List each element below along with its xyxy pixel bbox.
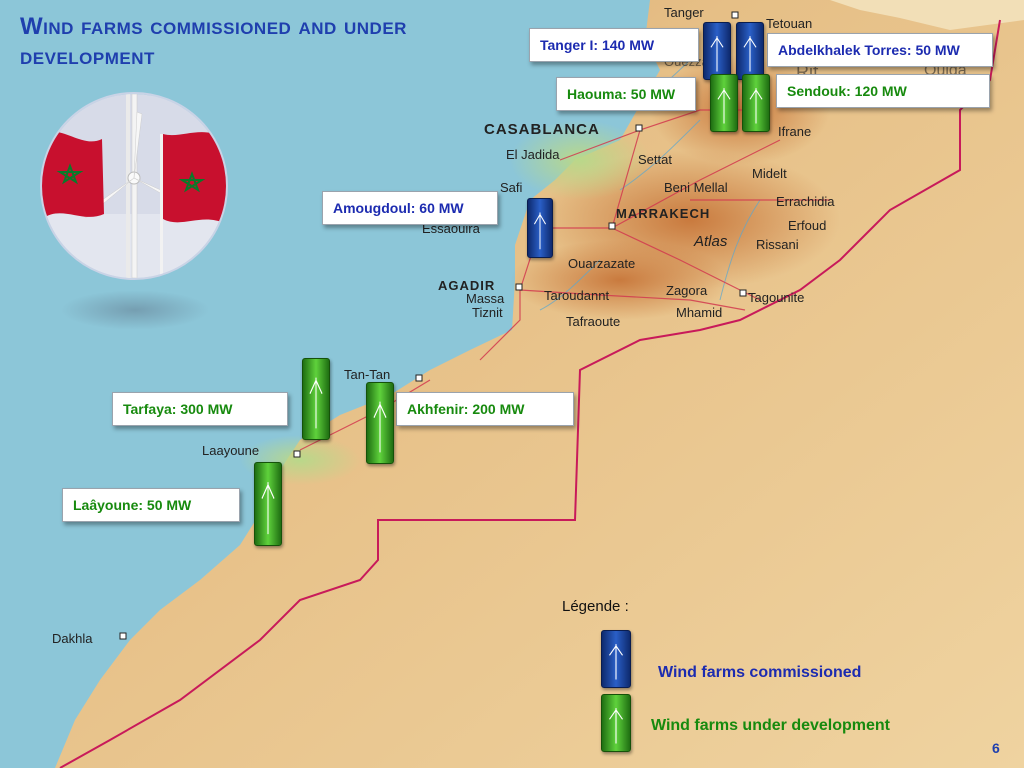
city-label: Laayoune xyxy=(202,443,260,458)
land-area xyxy=(55,0,1024,768)
wind-turbine-green-icon[interactable] xyxy=(742,74,770,132)
wind-turbine-blue-icon[interactable] xyxy=(736,22,764,80)
turbine-glyph xyxy=(609,644,623,680)
wind-turbine-blue-icon[interactable] xyxy=(703,22,731,80)
city-label: El Jadida xyxy=(506,147,560,162)
slide-title: Wind farms commissioned and under develo… xyxy=(20,13,407,70)
city-label: Tan-Tan xyxy=(344,367,391,382)
turbine-glyph xyxy=(373,401,387,453)
turbine-glyph xyxy=(749,88,763,124)
turbine-glyph xyxy=(710,36,724,72)
city-label: Midelt xyxy=(752,166,787,181)
wind-turbine-blue-icon[interactable] xyxy=(527,198,553,258)
city-label: Ouarzazate xyxy=(568,256,636,271)
legend-development-label: Wind farms under development xyxy=(651,717,890,734)
legend-commissioned-icon xyxy=(601,630,631,688)
city-label: Tetouan xyxy=(766,16,813,31)
legend-development-icon xyxy=(601,694,631,752)
callout-abdelkhalek-torres: Abdelkhalek Torres: 50 MW xyxy=(767,33,993,67)
city-label: Tagounite xyxy=(748,290,805,305)
turbine-glyph xyxy=(261,482,275,535)
wind-turbine-green-icon[interactable] xyxy=(366,382,394,464)
page-number: 6 xyxy=(992,740,1000,756)
legend-title: Légende : xyxy=(562,598,629,615)
callout-tarfaya: Tarfaya: 300 MW xyxy=(112,392,288,426)
turbine-glyph xyxy=(743,36,757,72)
city-label: Errachidia xyxy=(776,194,835,209)
photo-shadow xyxy=(60,290,210,330)
region-label: Atlas xyxy=(694,233,728,250)
city-label: Mhamid xyxy=(676,305,723,320)
wind-turbine-flags-photo xyxy=(40,92,228,280)
city-label: Zagora xyxy=(666,283,708,298)
city-label: Ifrane xyxy=(778,124,812,139)
city-label: Rissani xyxy=(756,237,799,252)
callout-akhfenir: Akhfenir: 200 MW xyxy=(396,392,574,426)
wind-turbine-green-icon[interactable] xyxy=(254,462,282,546)
wind-turbine-green-icon[interactable] xyxy=(710,74,738,132)
callout-laayoune: Laâyoune: 50 MW xyxy=(62,488,240,522)
callout-sendouk: Sendouk: 120 MW xyxy=(776,74,990,108)
turbine-glyph xyxy=(534,212,546,250)
national-border xyxy=(59,19,1001,768)
city-label: Tiznit xyxy=(472,305,503,320)
city-label-major: AGADIR xyxy=(438,278,496,293)
spain-land xyxy=(830,0,1024,30)
city-label: Erfoud xyxy=(788,218,827,233)
city-label: Settat xyxy=(638,152,672,167)
callout-tanger: Tanger I: 140 MW xyxy=(529,28,699,62)
city-label: Tafraoute xyxy=(566,314,621,329)
turbine-glyph xyxy=(717,88,731,124)
city-label: Tanger xyxy=(664,5,704,20)
turbine-glyph xyxy=(609,708,623,744)
city-label-major: MARRAKECH xyxy=(616,206,711,221)
wind-turbine-green-icon[interactable] xyxy=(302,358,330,440)
city-label-major: CASABLANCA xyxy=(484,121,600,138)
city-label: Beni Mellal xyxy=(664,180,728,195)
legend-commissioned-label: Wind farms commissioned xyxy=(658,664,862,681)
city-label: Safi xyxy=(500,180,523,195)
city-label: Taroudannt xyxy=(544,288,610,303)
city-label: Dakhla xyxy=(52,631,93,646)
callout-haouma: Haouma: 50 MW xyxy=(556,77,696,111)
callout-amougdoul: Amougdoul: 60 MW xyxy=(322,191,498,225)
city-label: Massa xyxy=(466,291,505,306)
turbine-glyph xyxy=(309,377,323,429)
